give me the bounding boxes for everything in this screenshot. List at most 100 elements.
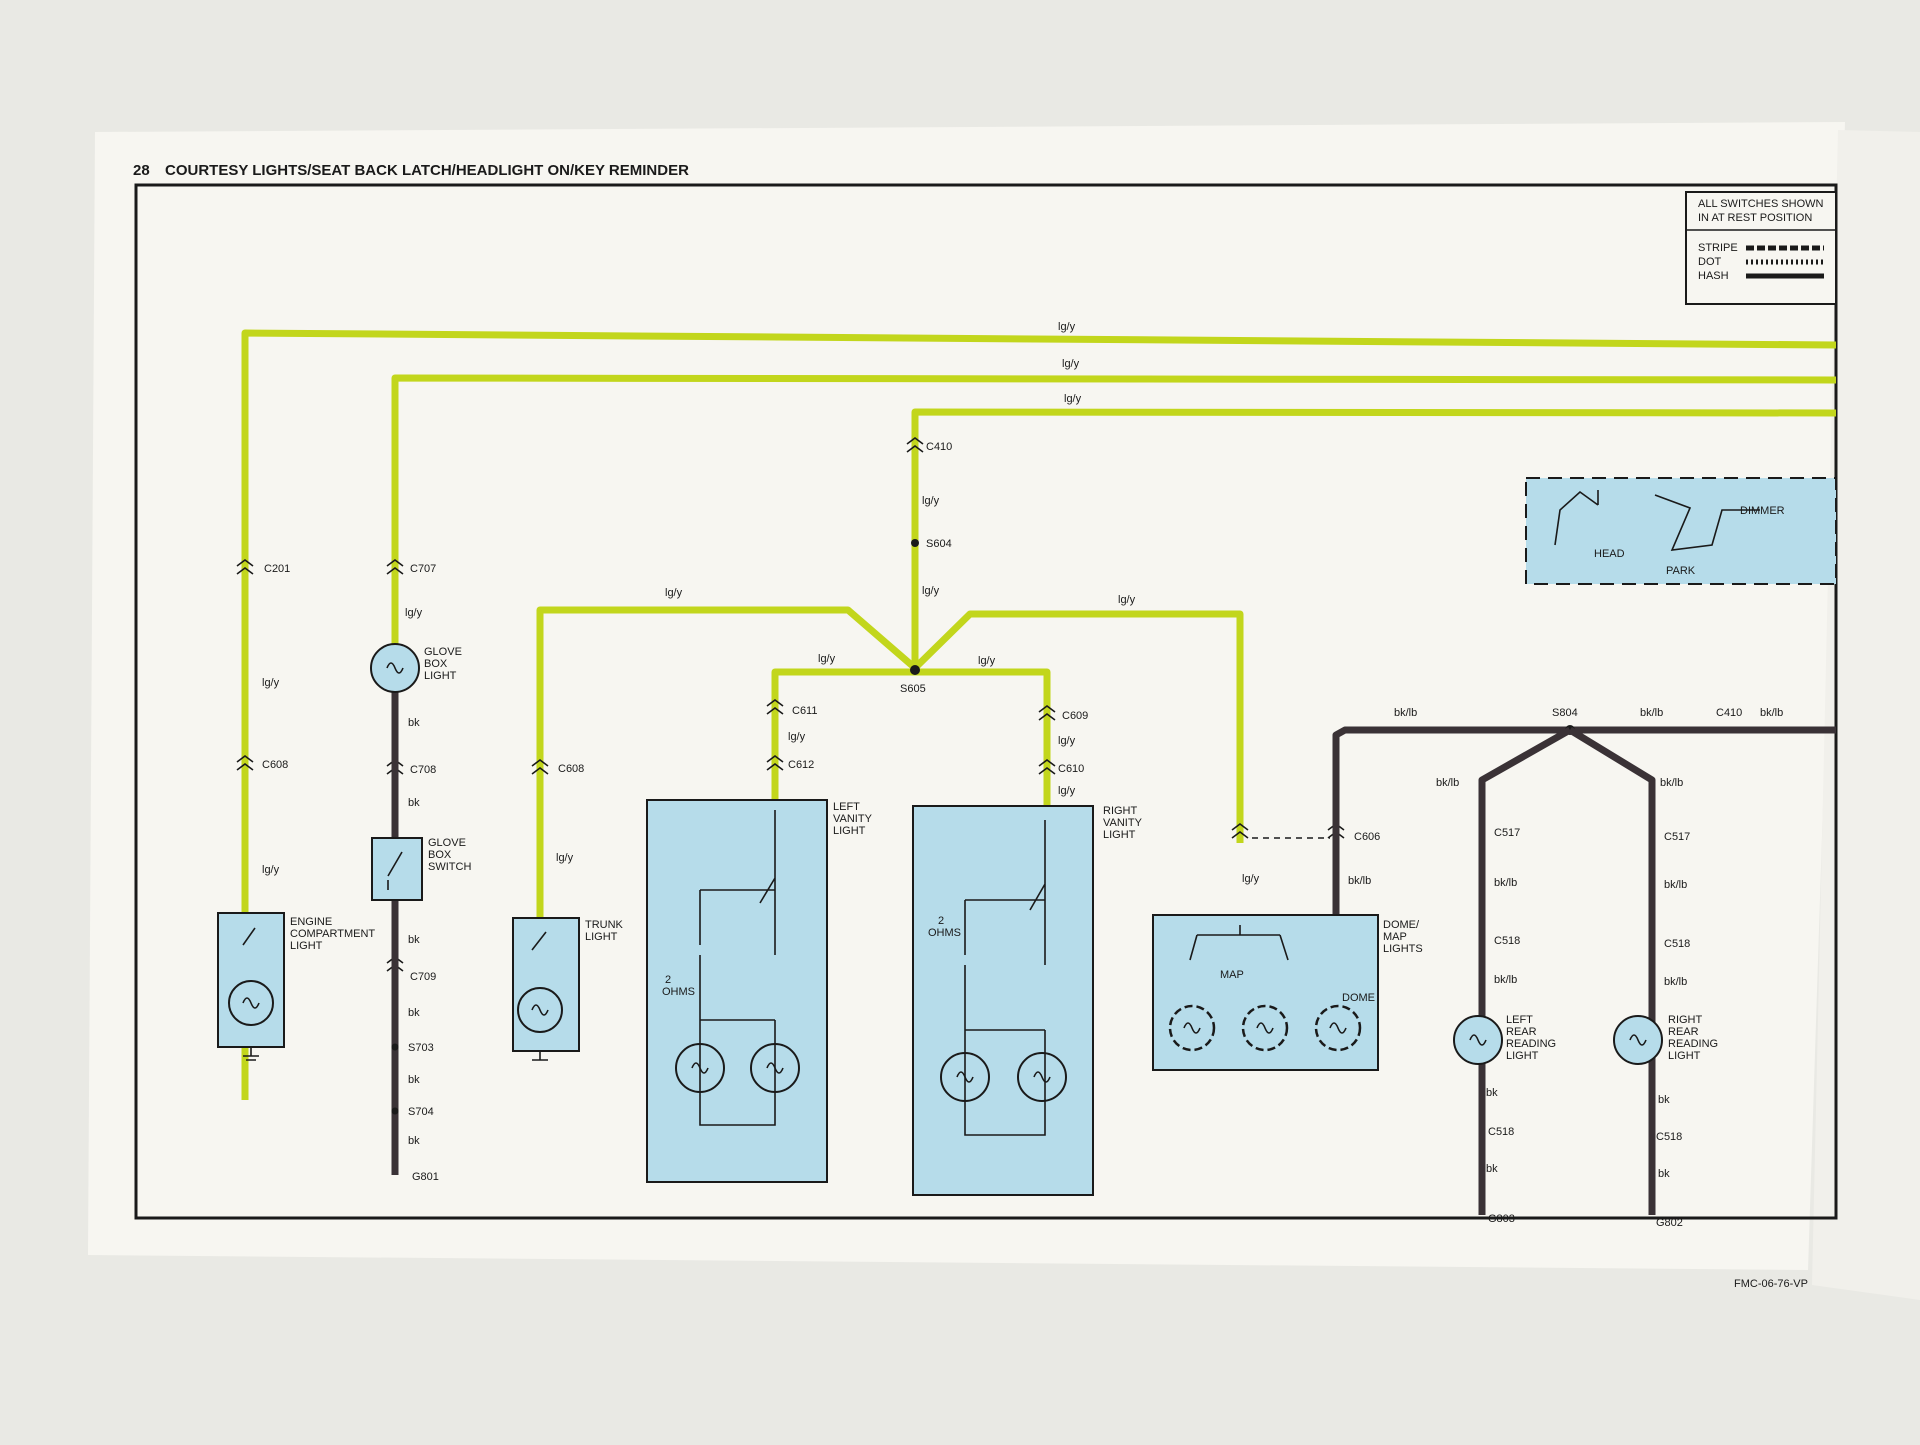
wire-label-glovebox: lg/y bbox=[405, 607, 423, 619]
connector-c707: C707 bbox=[410, 563, 436, 575]
connector-c611: C611 bbox=[792, 705, 817, 717]
wire-label-dome: lg/y bbox=[1242, 873, 1260, 885]
wire-feed-2 bbox=[391, 374, 1837, 690]
wire-label-feed-2: lg/y bbox=[1062, 358, 1080, 370]
svg-text:bk/lb: bk/lb bbox=[1660, 777, 1683, 789]
right-vanity-ohms-unit: OHMS bbox=[928, 927, 961, 939]
dome-map-label-2: MAP bbox=[1383, 931, 1407, 943]
svg-text:C708: C708 bbox=[410, 764, 436, 776]
svg-text:bk: bk bbox=[1658, 1168, 1670, 1180]
wire-left-rear bbox=[1478, 726, 1572, 1215]
wire-label-right-vanity-2: lg/y bbox=[1058, 785, 1076, 797]
wire-label-trunk-run: lg/y bbox=[665, 587, 683, 599]
glovebox-switch-box bbox=[371, 837, 423, 901]
wire-feed-3 bbox=[911, 408, 1837, 668]
right-vanity-box bbox=[912, 805, 1094, 1196]
left-vanity-ohms-unit: OHMS bbox=[662, 986, 695, 998]
splice-s604 bbox=[911, 539, 919, 547]
right-vanity-label-2: VANITY bbox=[1103, 817, 1143, 829]
svg-text:C517: C517 bbox=[1664, 831, 1690, 843]
wire-label-bk-lb-3: bk/lb bbox=[1760, 707, 1783, 719]
svg-text:DIMMER: DIMMER bbox=[1740, 505, 1785, 517]
dome-map-label-3: LIGHTS bbox=[1383, 943, 1423, 955]
splice-label-s604: S604 bbox=[926, 538, 952, 550]
trunk-light-box bbox=[512, 917, 580, 1052]
connector-c612: C612 bbox=[788, 759, 814, 771]
wire-label-c606: bk/lb bbox=[1348, 875, 1371, 887]
wire-label-bk-lb-1: bk/lb bbox=[1394, 707, 1417, 719]
wire-label-feed-3: lg/y bbox=[1064, 393, 1082, 405]
trunk-light-label-1: TRUNK bbox=[585, 919, 624, 931]
glovebox-switch-label-2: BOX bbox=[428, 849, 452, 861]
wire-label-right-vanity-1: lg/y bbox=[1058, 735, 1076, 747]
svg-text:bk/lb: bk/lb bbox=[1494, 974, 1517, 986]
svg-text:C518: C518 bbox=[1656, 1131, 1682, 1143]
connector-c410-top: C410 bbox=[926, 441, 952, 453]
wire-label-left-vanity: lg/y bbox=[788, 731, 806, 743]
connector-c201: C201 bbox=[264, 563, 290, 575]
wire-label-bk-lb-2: bk/lb bbox=[1640, 707, 1663, 719]
svg-text:bk/lb: bk/lb bbox=[1494, 877, 1517, 889]
svg-text:bk: bk bbox=[408, 934, 420, 946]
wire-label-right-vanity-run: lg/y bbox=[978, 655, 996, 667]
svg-text:READING: READING bbox=[1506, 1038, 1556, 1050]
wire-label-engine-2: lg/y bbox=[262, 864, 280, 876]
page-number: 28 bbox=[133, 162, 150, 179]
left-vanity-label-3: LIGHT bbox=[833, 825, 866, 837]
svg-text:LEFT: LEFT bbox=[1506, 1014, 1533, 1026]
glovebox-switch-label-1: GLOVE bbox=[428, 837, 466, 849]
wire-label-engine-1: lg/y bbox=[262, 677, 280, 689]
svg-text:bk/lb: bk/lb bbox=[1436, 777, 1459, 789]
right-vanity-label-3: LIGHT bbox=[1103, 829, 1136, 841]
connector-c606: C606 bbox=[1354, 831, 1380, 843]
left-vanity-box bbox=[646, 799, 828, 1183]
legend-dot: DOT bbox=[1698, 256, 1722, 268]
wire-right-rear bbox=[1568, 727, 1656, 1215]
connector-c610: C610 bbox=[1058, 763, 1084, 775]
dome-map-box bbox=[1152, 914, 1379, 1071]
wire-label-dome-run: lg/y bbox=[1118, 594, 1136, 606]
svg-text:G803: G803 bbox=[1488, 1213, 1515, 1225]
connector-c608-engine: C608 bbox=[262, 759, 288, 771]
svg-text:C518: C518 bbox=[1494, 935, 1520, 947]
svg-text:bk/lb: bk/lb bbox=[1664, 879, 1687, 891]
wire-feed-1 bbox=[241, 329, 1837, 1100]
left-vanity-label-1: LEFT bbox=[833, 801, 860, 813]
wire-label-c410: lg/y bbox=[922, 495, 940, 507]
svg-text:S704: S704 bbox=[408, 1106, 434, 1118]
diagram-frame bbox=[134, 183, 1838, 1220]
svg-text:READING: READING bbox=[1668, 1038, 1718, 1050]
svg-text:REAR: REAR bbox=[1668, 1026, 1699, 1038]
svg-text:C517: C517 bbox=[1494, 827, 1520, 839]
splice-s605 bbox=[910, 665, 920, 675]
trunk-light-label-2: LIGHT bbox=[585, 931, 618, 943]
engine-light-label-1: ENGINE bbox=[290, 916, 332, 928]
glovebox-switch-label-3: SWITCH bbox=[428, 861, 471, 873]
wire-s804-trunk bbox=[1332, 726, 1836, 922]
svg-text:bk: bk bbox=[1486, 1163, 1498, 1175]
svg-text:LIGHT: LIGHT bbox=[1668, 1050, 1701, 1062]
left-vanity-label-2: VANITY bbox=[833, 813, 873, 825]
svg-text:C518: C518 bbox=[1488, 1126, 1514, 1138]
page-footer-code: FMC-06-76-VP bbox=[1734, 1278, 1808, 1290]
next-page-edge bbox=[1812, 130, 1920, 1300]
svg-text:bk: bk bbox=[408, 1135, 420, 1147]
glovebox-connectors: C708 C709 S703 S704 G801 bk bk bk bk bk … bbox=[391, 717, 439, 1183]
svg-text:RIGHT: RIGHT bbox=[1668, 1014, 1703, 1026]
dome-map-label-1: DOME/ bbox=[1383, 919, 1420, 931]
page-title: COURTESY LIGHTS/SEAT BACK LATCH/HEADLIGH… bbox=[165, 162, 689, 179]
svg-text:S703: S703 bbox=[408, 1042, 434, 1054]
glovebox-light-label-3: LIGHT bbox=[424, 670, 457, 682]
right-vanity-label-1: RIGHT bbox=[1103, 805, 1138, 817]
connector-c609: C609 bbox=[1062, 710, 1088, 722]
svg-text:bk/lb: bk/lb bbox=[1664, 976, 1687, 988]
svg-text:bk: bk bbox=[408, 1007, 420, 1019]
splice-label-s804: S804 bbox=[1552, 707, 1578, 719]
engine-light-label-2: COMPARTMENT bbox=[290, 928, 375, 940]
connector-c410-right: C410 bbox=[1716, 707, 1742, 719]
glovebox-light-label-2: BOX bbox=[424, 658, 448, 670]
wire-label-trunk: lg/y bbox=[556, 852, 574, 864]
svg-text:bk: bk bbox=[1658, 1094, 1670, 1106]
svg-text:LIGHT: LIGHT bbox=[1506, 1050, 1539, 1062]
